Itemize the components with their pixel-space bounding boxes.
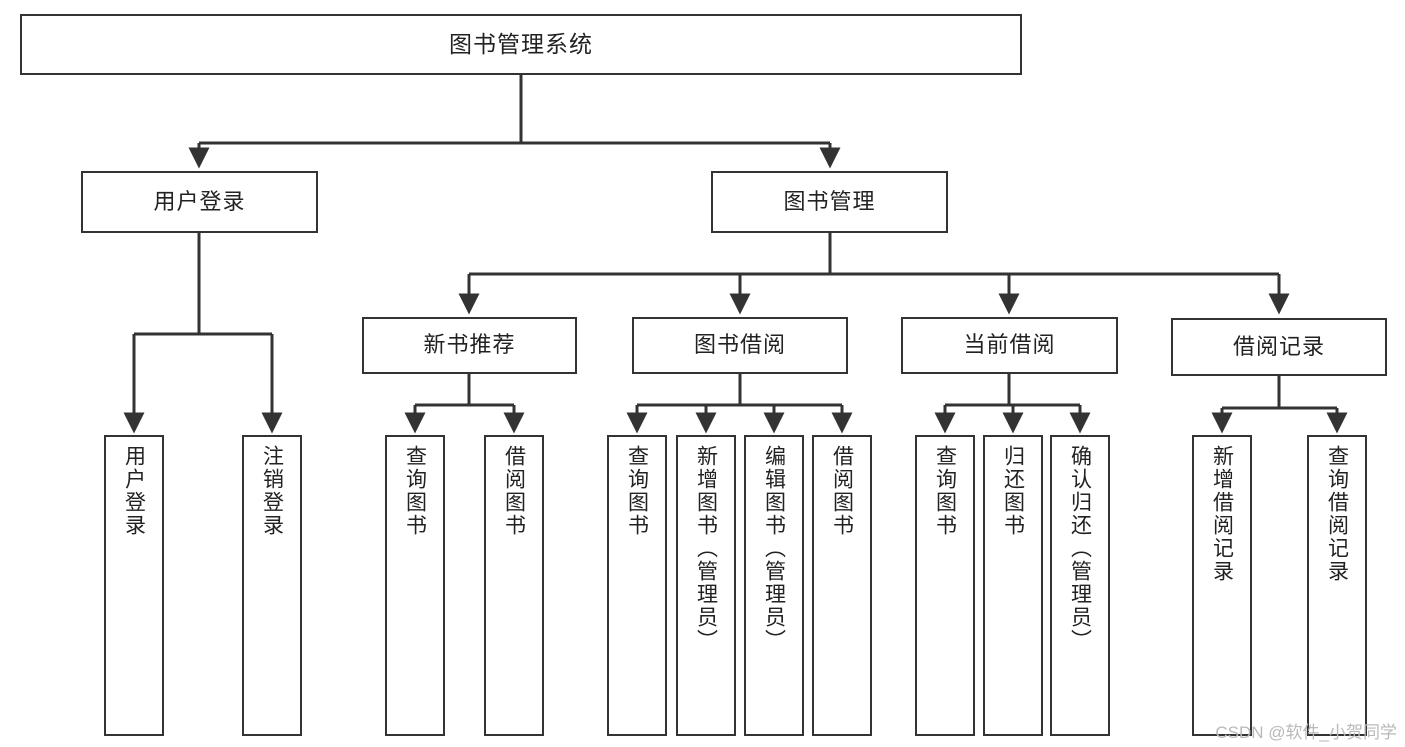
- node-book-management[interactable]: 图书管理: [711, 171, 948, 233]
- node-current-borrow[interactable]: 当前借阅: [901, 317, 1118, 374]
- node-leaf-query-book-3-label: 查询图书: [933, 445, 957, 537]
- node-leaf-logout-login-label: 注销登录: [260, 445, 284, 537]
- node-book-management-label: 图书管理: [783, 188, 876, 214]
- csdn-watermark: CSDN @软件_小贺同学: [1215, 723, 1397, 742]
- node-leaf-borrow-book-2-label: 借阅图书: [830, 445, 854, 537]
- node-user-login-label: 用户登录: [153, 188, 246, 214]
- node-leaf-query-record[interactable]: 查询借阅记录: [1307, 435, 1367, 736]
- node-borrow-record[interactable]: 借阅记录: [1171, 318, 1387, 376]
- node-new-book-recommend[interactable]: 新书推荐: [362, 317, 577, 374]
- node-leaf-add-record-label: 新增借阅记录: [1210, 445, 1234, 583]
- node-leaf-query-record-label: 查询借阅记录: [1325, 445, 1349, 583]
- node-current-borrow-label: 当前借阅: [963, 332, 1056, 358]
- node-root-label: 图书管理系统: [449, 30, 593, 57]
- node-user-login[interactable]: 用户登录: [81, 171, 318, 233]
- node-leaf-borrow-book-1-label: 借阅图书: [502, 445, 526, 537]
- node-leaf-add-book-label: 新增图书（管理员）: [694, 445, 718, 652]
- node-leaf-query-book-1[interactable]: 查询图书: [385, 435, 445, 736]
- node-leaf-query-book-2-label: 查询图书: [625, 445, 649, 537]
- node-leaf-confirm-return-label: 确认归还（管理员）: [1068, 445, 1092, 652]
- node-leaf-query-book-2[interactable]: 查询图书: [607, 435, 667, 736]
- node-leaf-confirm-return[interactable]: 确认归还（管理员）: [1050, 435, 1110, 736]
- node-new-book-recommend-label: 新书推荐: [423, 332, 516, 358]
- node-leaf-query-book-3[interactable]: 查询图书: [915, 435, 975, 736]
- node-leaf-logout-login[interactable]: 注销登录: [242, 435, 302, 736]
- node-leaf-edit-book-label: 编辑图书（管理员）: [762, 445, 786, 652]
- node-leaf-return-book-label: 归还图书: [1001, 445, 1025, 537]
- node-leaf-add-book[interactable]: 新增图书（管理员）: [676, 435, 736, 736]
- node-leaf-query-book-1-label: 查询图书: [403, 445, 427, 537]
- node-leaf-return-book[interactable]: 归还图书: [983, 435, 1043, 736]
- node-borrow-record-label: 借阅记录: [1232, 333, 1325, 359]
- node-leaf-borrow-book-1[interactable]: 借阅图书: [484, 435, 544, 736]
- node-root[interactable]: 图书管理系统: [20, 14, 1022, 75]
- node-leaf-add-record[interactable]: 新增借阅记录: [1192, 435, 1252, 736]
- node-leaf-borrow-book-2[interactable]: 借阅图书: [812, 435, 872, 736]
- node-leaf-user-login-label: 用户登录: [122, 445, 146, 537]
- node-book-borrow[interactable]: 图书借阅: [632, 317, 848, 374]
- node-book-borrow-label: 图书借阅: [693, 332, 786, 358]
- node-leaf-edit-book[interactable]: 编辑图书（管理员）: [744, 435, 804, 736]
- node-leaf-user-login[interactable]: 用户登录: [104, 435, 164, 736]
